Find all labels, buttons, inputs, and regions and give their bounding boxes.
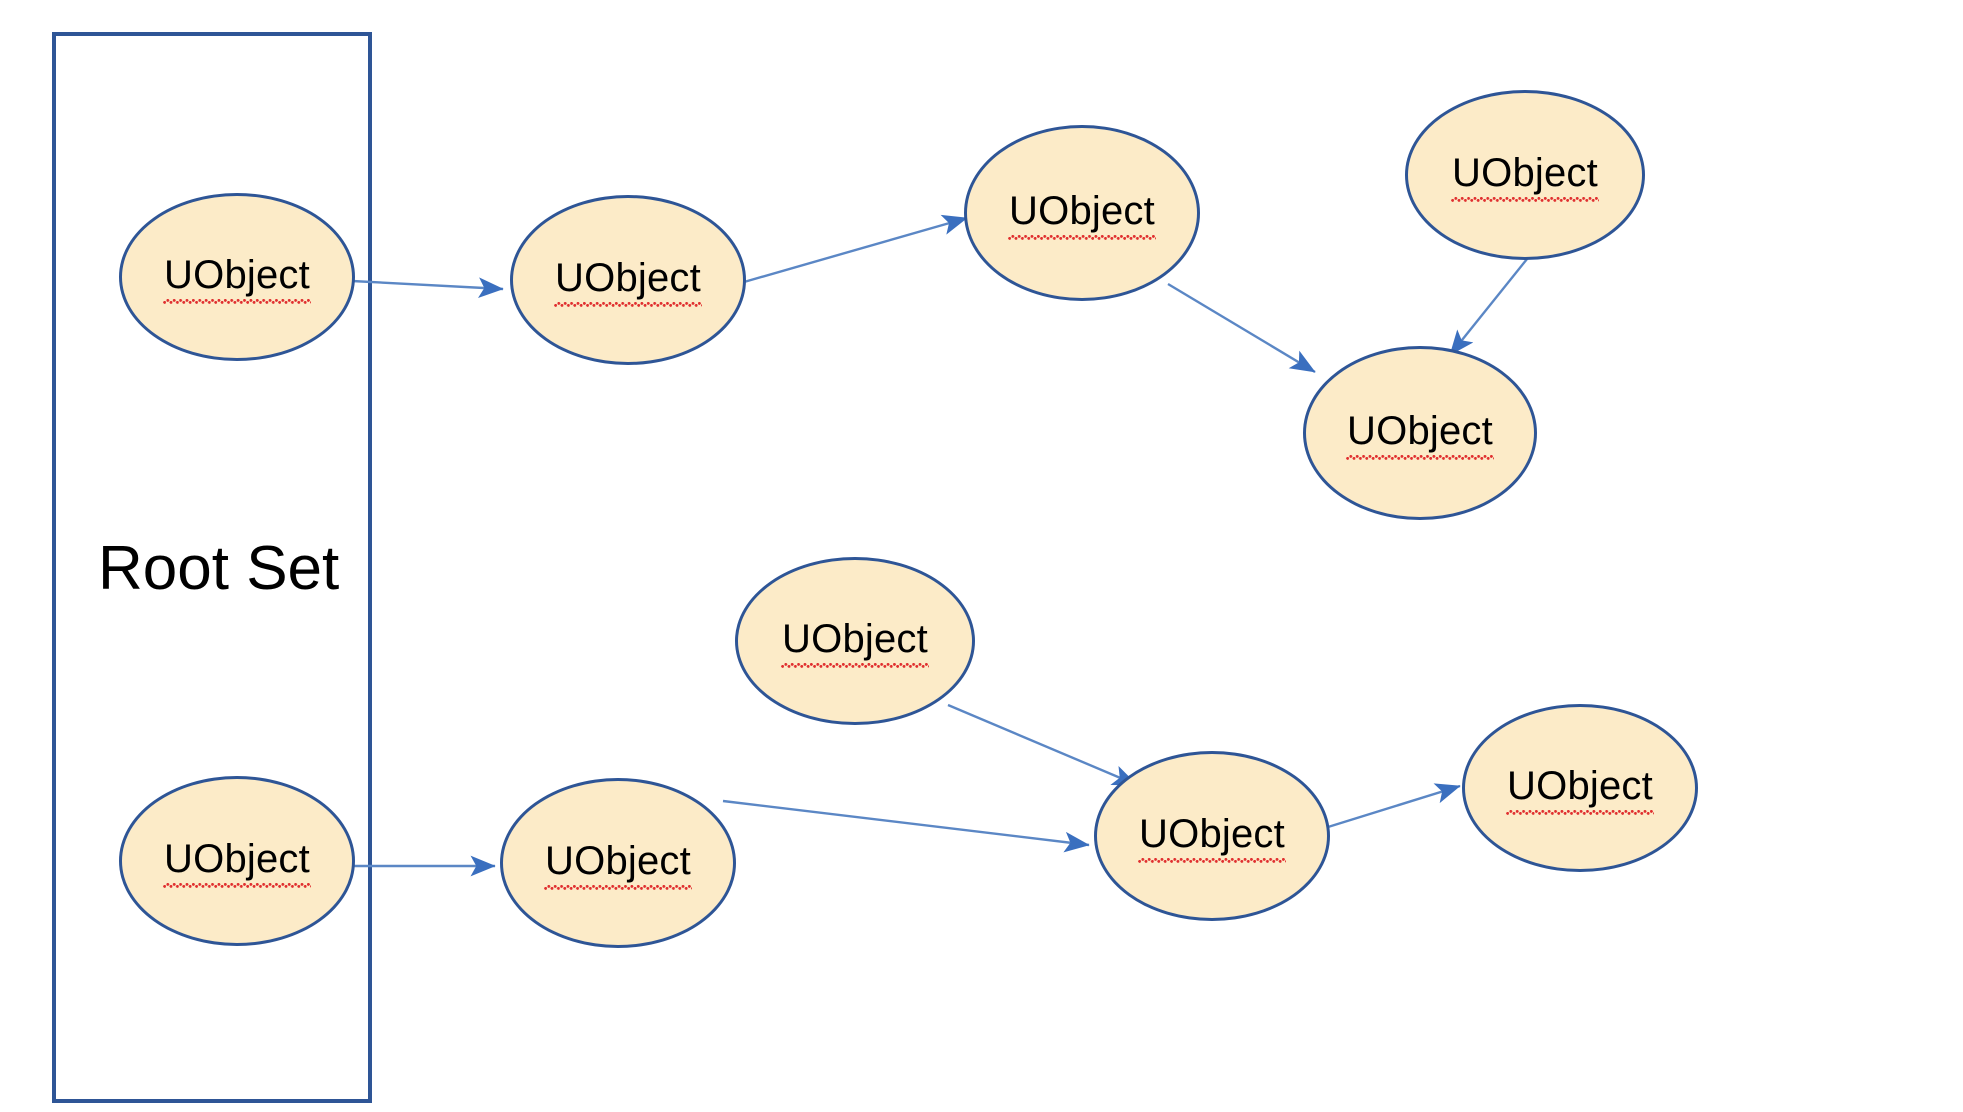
uobject-node[interactable]: UObject [119,776,355,946]
uobject-node[interactable]: UObject [1094,751,1330,921]
uobject-node-label: UObject [1008,189,1156,240]
uobject-node-label: UObject [1346,409,1494,460]
uobject-node[interactable]: UObject [964,125,1200,301]
uobject-node-label: UObject [1451,151,1599,202]
root-set-label: Root Set [98,534,340,603]
uobject-node-label: UObject [781,617,929,668]
uobject-node-label: UObject [1138,812,1286,863]
uobject-node-label: UObject [554,256,702,307]
uobject-node[interactable]: UObject [1405,90,1645,260]
uobject-node-label: UObject [163,837,311,888]
uobject-node[interactable]: UObject [735,557,975,725]
uobject-node[interactable]: UObject [1462,704,1698,872]
uobject-node-label: UObject [163,253,311,304]
uobject-node-label: UObject [1506,764,1654,815]
uobject-node[interactable]: UObject [510,195,746,365]
uobject-node[interactable]: UObject [119,193,355,361]
uobject-node[interactable]: UObject [1303,346,1537,520]
uobject-node-label: UObject [544,839,692,890]
root-set-container-box[interactable] [52,32,372,1103]
uobject-node[interactable]: UObject [500,778,736,948]
